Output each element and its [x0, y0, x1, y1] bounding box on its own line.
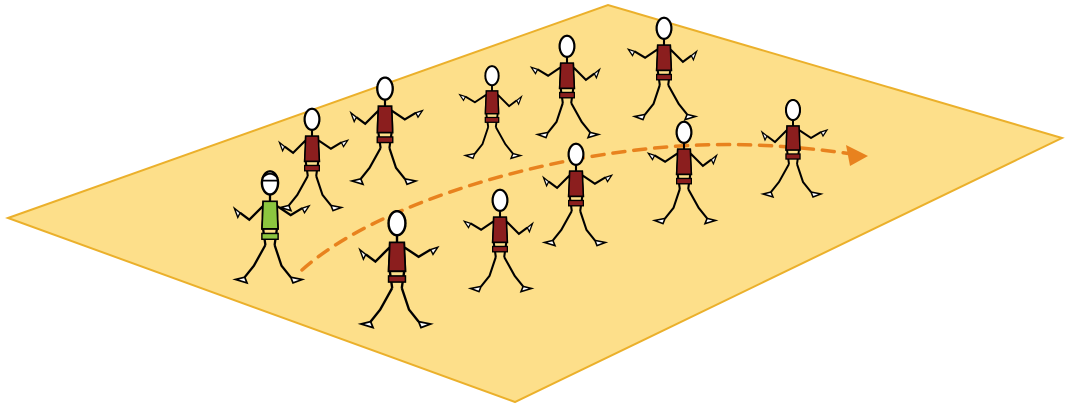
- player-head: [389, 211, 406, 235]
- player-torso: [262, 201, 278, 229]
- player-torso: [569, 171, 584, 196]
- player-torso: [305, 136, 320, 161]
- player-head: [677, 122, 692, 143]
- player-head: [377, 78, 392, 100]
- player-waistband: [377, 137, 392, 143]
- player-waistband: [305, 166, 320, 171]
- player-head: [560, 36, 575, 57]
- player-waistband: [485, 118, 498, 123]
- player-torso: [493, 217, 508, 242]
- player-head: [485, 66, 498, 85]
- player-torso: [786, 126, 800, 150]
- player-waistband: [560, 93, 575, 98]
- player-head: [657, 18, 672, 39]
- player-head: [569, 144, 584, 165]
- player-head: [305, 109, 320, 130]
- player-torso: [377, 106, 392, 132]
- player-waistband: [262, 234, 278, 240]
- player-head: [262, 171, 278, 194]
- player-waistband: [786, 154, 800, 159]
- player-waistband: [493, 247, 508, 252]
- player-waistband: [677, 179, 692, 184]
- player-torso: [389, 242, 406, 271]
- player-torso: [657, 45, 672, 70]
- player-waistband: [657, 75, 672, 80]
- player-torso: [677, 149, 692, 174]
- player-torso: [560, 63, 575, 88]
- player-torso: [485, 91, 498, 114]
- player-head: [786, 100, 800, 120]
- player-head: [493, 190, 508, 211]
- pitch-area: [8, 5, 1062, 402]
- player-waistband: [569, 201, 584, 206]
- player-waistband: [389, 276, 406, 282]
